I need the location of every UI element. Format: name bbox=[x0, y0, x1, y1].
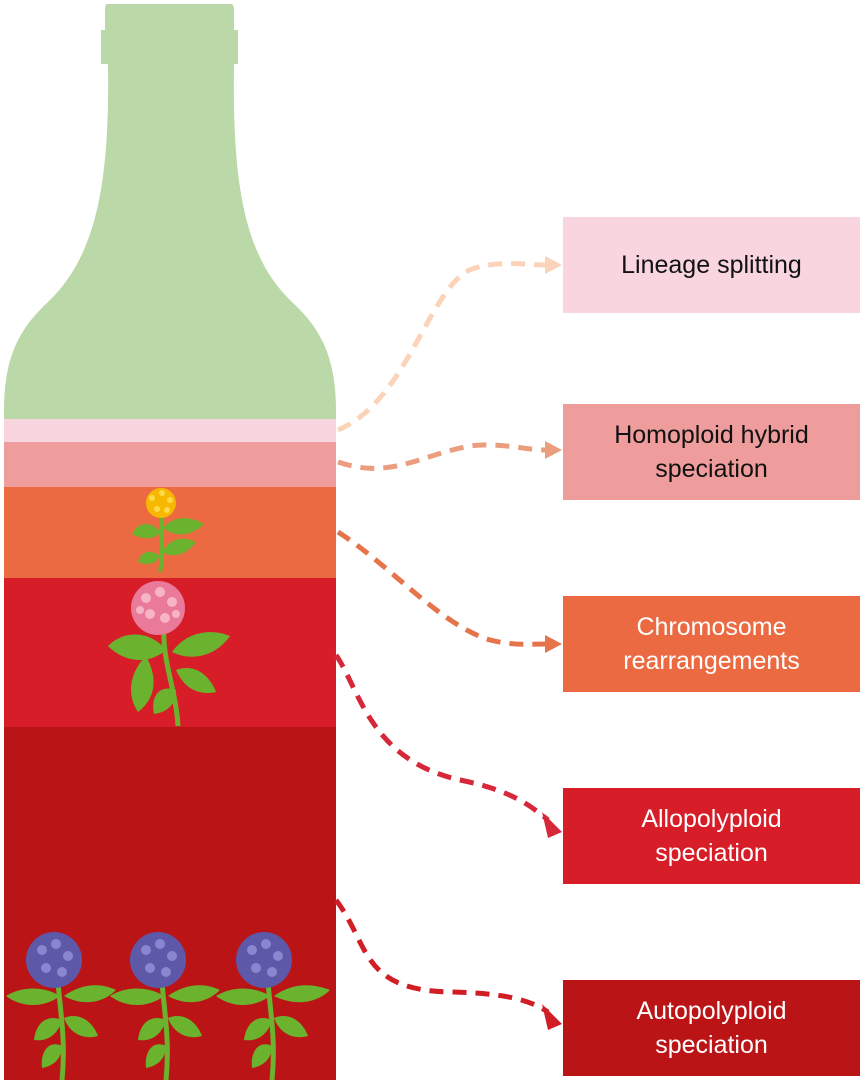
connector-arrows bbox=[333, 256, 562, 1030]
plant-blue-flower-2 bbox=[110, 932, 220, 1080]
arrow-homoploid-hybrid bbox=[337, 442, 546, 471]
plant-yellow-flower bbox=[132, 488, 204, 573]
arrow-autopolyploid bbox=[334, 898, 550, 1015]
label-text: Homoploid hybrid speciation bbox=[614, 421, 809, 483]
layer-homoploid-hybrid bbox=[4, 442, 336, 487]
label-text: Autopolyploid speciation bbox=[636, 997, 787, 1059]
label-text: Lineage splitting bbox=[621, 251, 802, 279]
plant-blue-flower-3 bbox=[216, 932, 330, 1080]
label-lineage-splitting: Lineage splitting bbox=[563, 217, 860, 313]
label-homoploid-hybrid-speciation: Homoploid hybrid speciation bbox=[563, 404, 860, 500]
label-allopolyploid-speciation: Allopolyploid speciation bbox=[563, 788, 860, 884]
bottle bbox=[4, 4, 336, 1080]
plant-pink-flower bbox=[108, 581, 230, 727]
plant-blue-flower-1 bbox=[6, 932, 116, 1080]
label-text: Chromosome rearrangements bbox=[623, 613, 800, 675]
label-text: Allopolyploid speciation bbox=[641, 805, 782, 867]
arrow-chromosome-rearrangements bbox=[336, 529, 546, 647]
label-autopolyploid-speciation: Autopolyploid speciation bbox=[563, 980, 860, 1076]
arrow-lineage-splitting bbox=[337, 260, 546, 433]
label-chromosome-rearrangements: Chromosome rearrangements bbox=[563, 596, 860, 692]
layer-lineage-splitting bbox=[4, 419, 336, 442]
arrow-allopolyploid bbox=[333, 653, 550, 822]
